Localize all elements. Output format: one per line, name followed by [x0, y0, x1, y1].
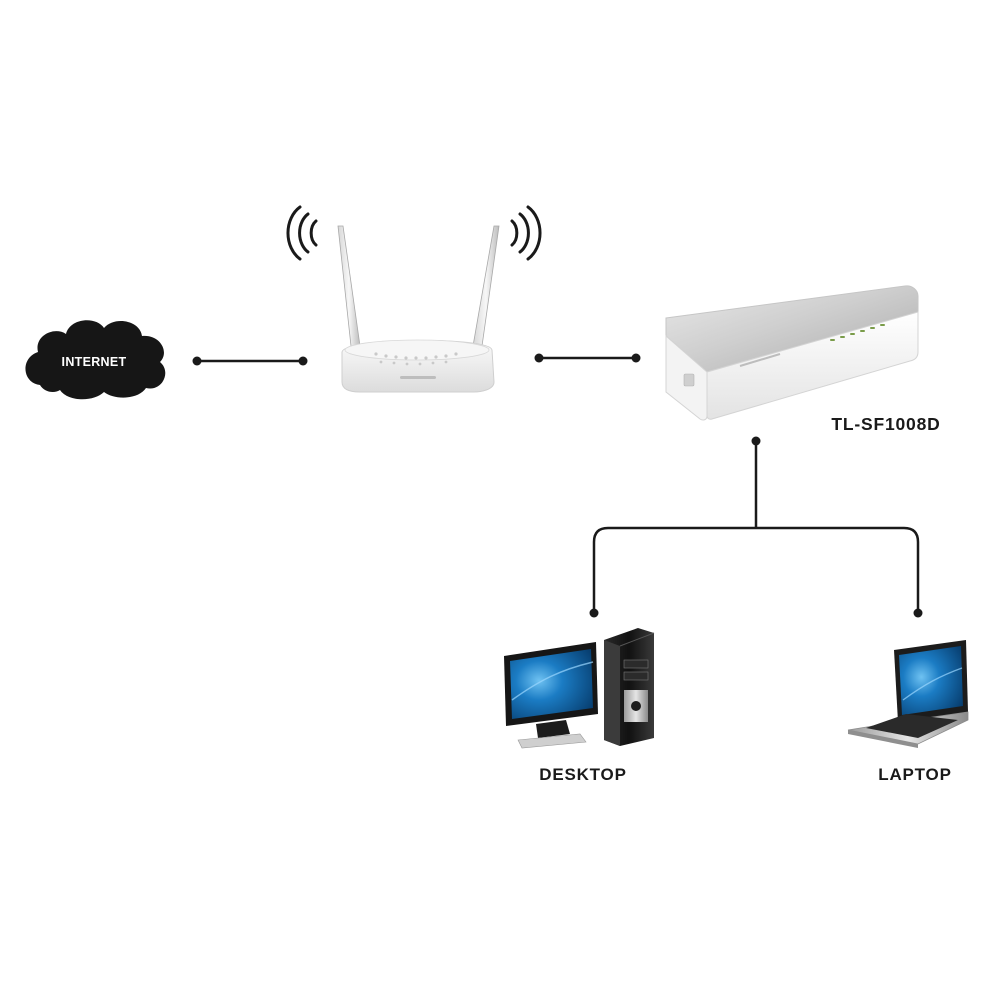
laptop-icon: [847, 640, 969, 748]
internet-label: INTERNET: [62, 355, 127, 369]
link-endpoint: [534, 353, 544, 363]
link-internet-router: [192, 356, 308, 366]
internet-node: INTERNET: [25, 320, 166, 400]
wifi-signal-icon: [510, 205, 542, 261]
router-icon: [286, 205, 542, 393]
link-router-switch: [534, 353, 641, 363]
link-endpoint: [631, 353, 641, 363]
link-endpoint: [298, 356, 308, 366]
cloud-icon: [25, 320, 166, 400]
link-endpoint: [192, 356, 202, 366]
desktop-node: DESKTOP: [504, 628, 655, 784]
desktop-computer-icon: [504, 628, 655, 749]
desktop-label: DESKTOP: [539, 765, 626, 784]
laptop-node: LAPTOP: [847, 640, 969, 784]
laptop-label: LAPTOP: [878, 765, 951, 784]
switch-icon: [665, 285, 919, 421]
switch-label: TL-SF1008D: [831, 414, 940, 434]
link-endpoint: [589, 608, 599, 618]
switch-node: TL-SF1008D: [665, 285, 940, 434]
link-switch-clients: [589, 436, 923, 618]
wifi-signal-icon: [286, 205, 318, 261]
link-endpoint: [913, 608, 923, 618]
